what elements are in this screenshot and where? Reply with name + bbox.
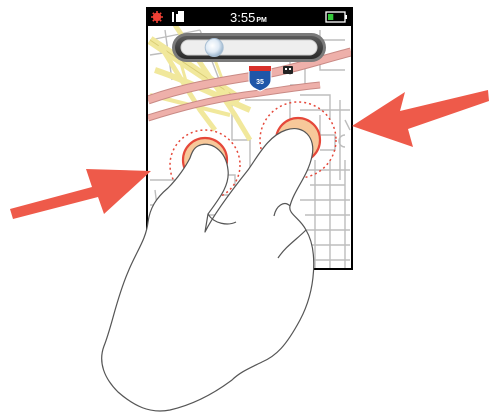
zoom-slider[interactable] xyxy=(172,33,326,62)
zoom-slider-knob[interactable] xyxy=(205,39,223,57)
arrow-left xyxy=(352,90,489,147)
status-time-ampm: PM xyxy=(256,17,267,24)
map-marker-icon xyxy=(283,66,293,74)
alarm-icon xyxy=(151,11,163,23)
battery-fill xyxy=(328,14,333,20)
shield-number: 35 xyxy=(256,79,264,86)
status-bar: 3:55PM xyxy=(147,8,352,26)
signal-icon xyxy=(172,11,184,22)
arrow-right xyxy=(10,169,151,219)
status-time-value: 3:55 xyxy=(230,10,255,25)
